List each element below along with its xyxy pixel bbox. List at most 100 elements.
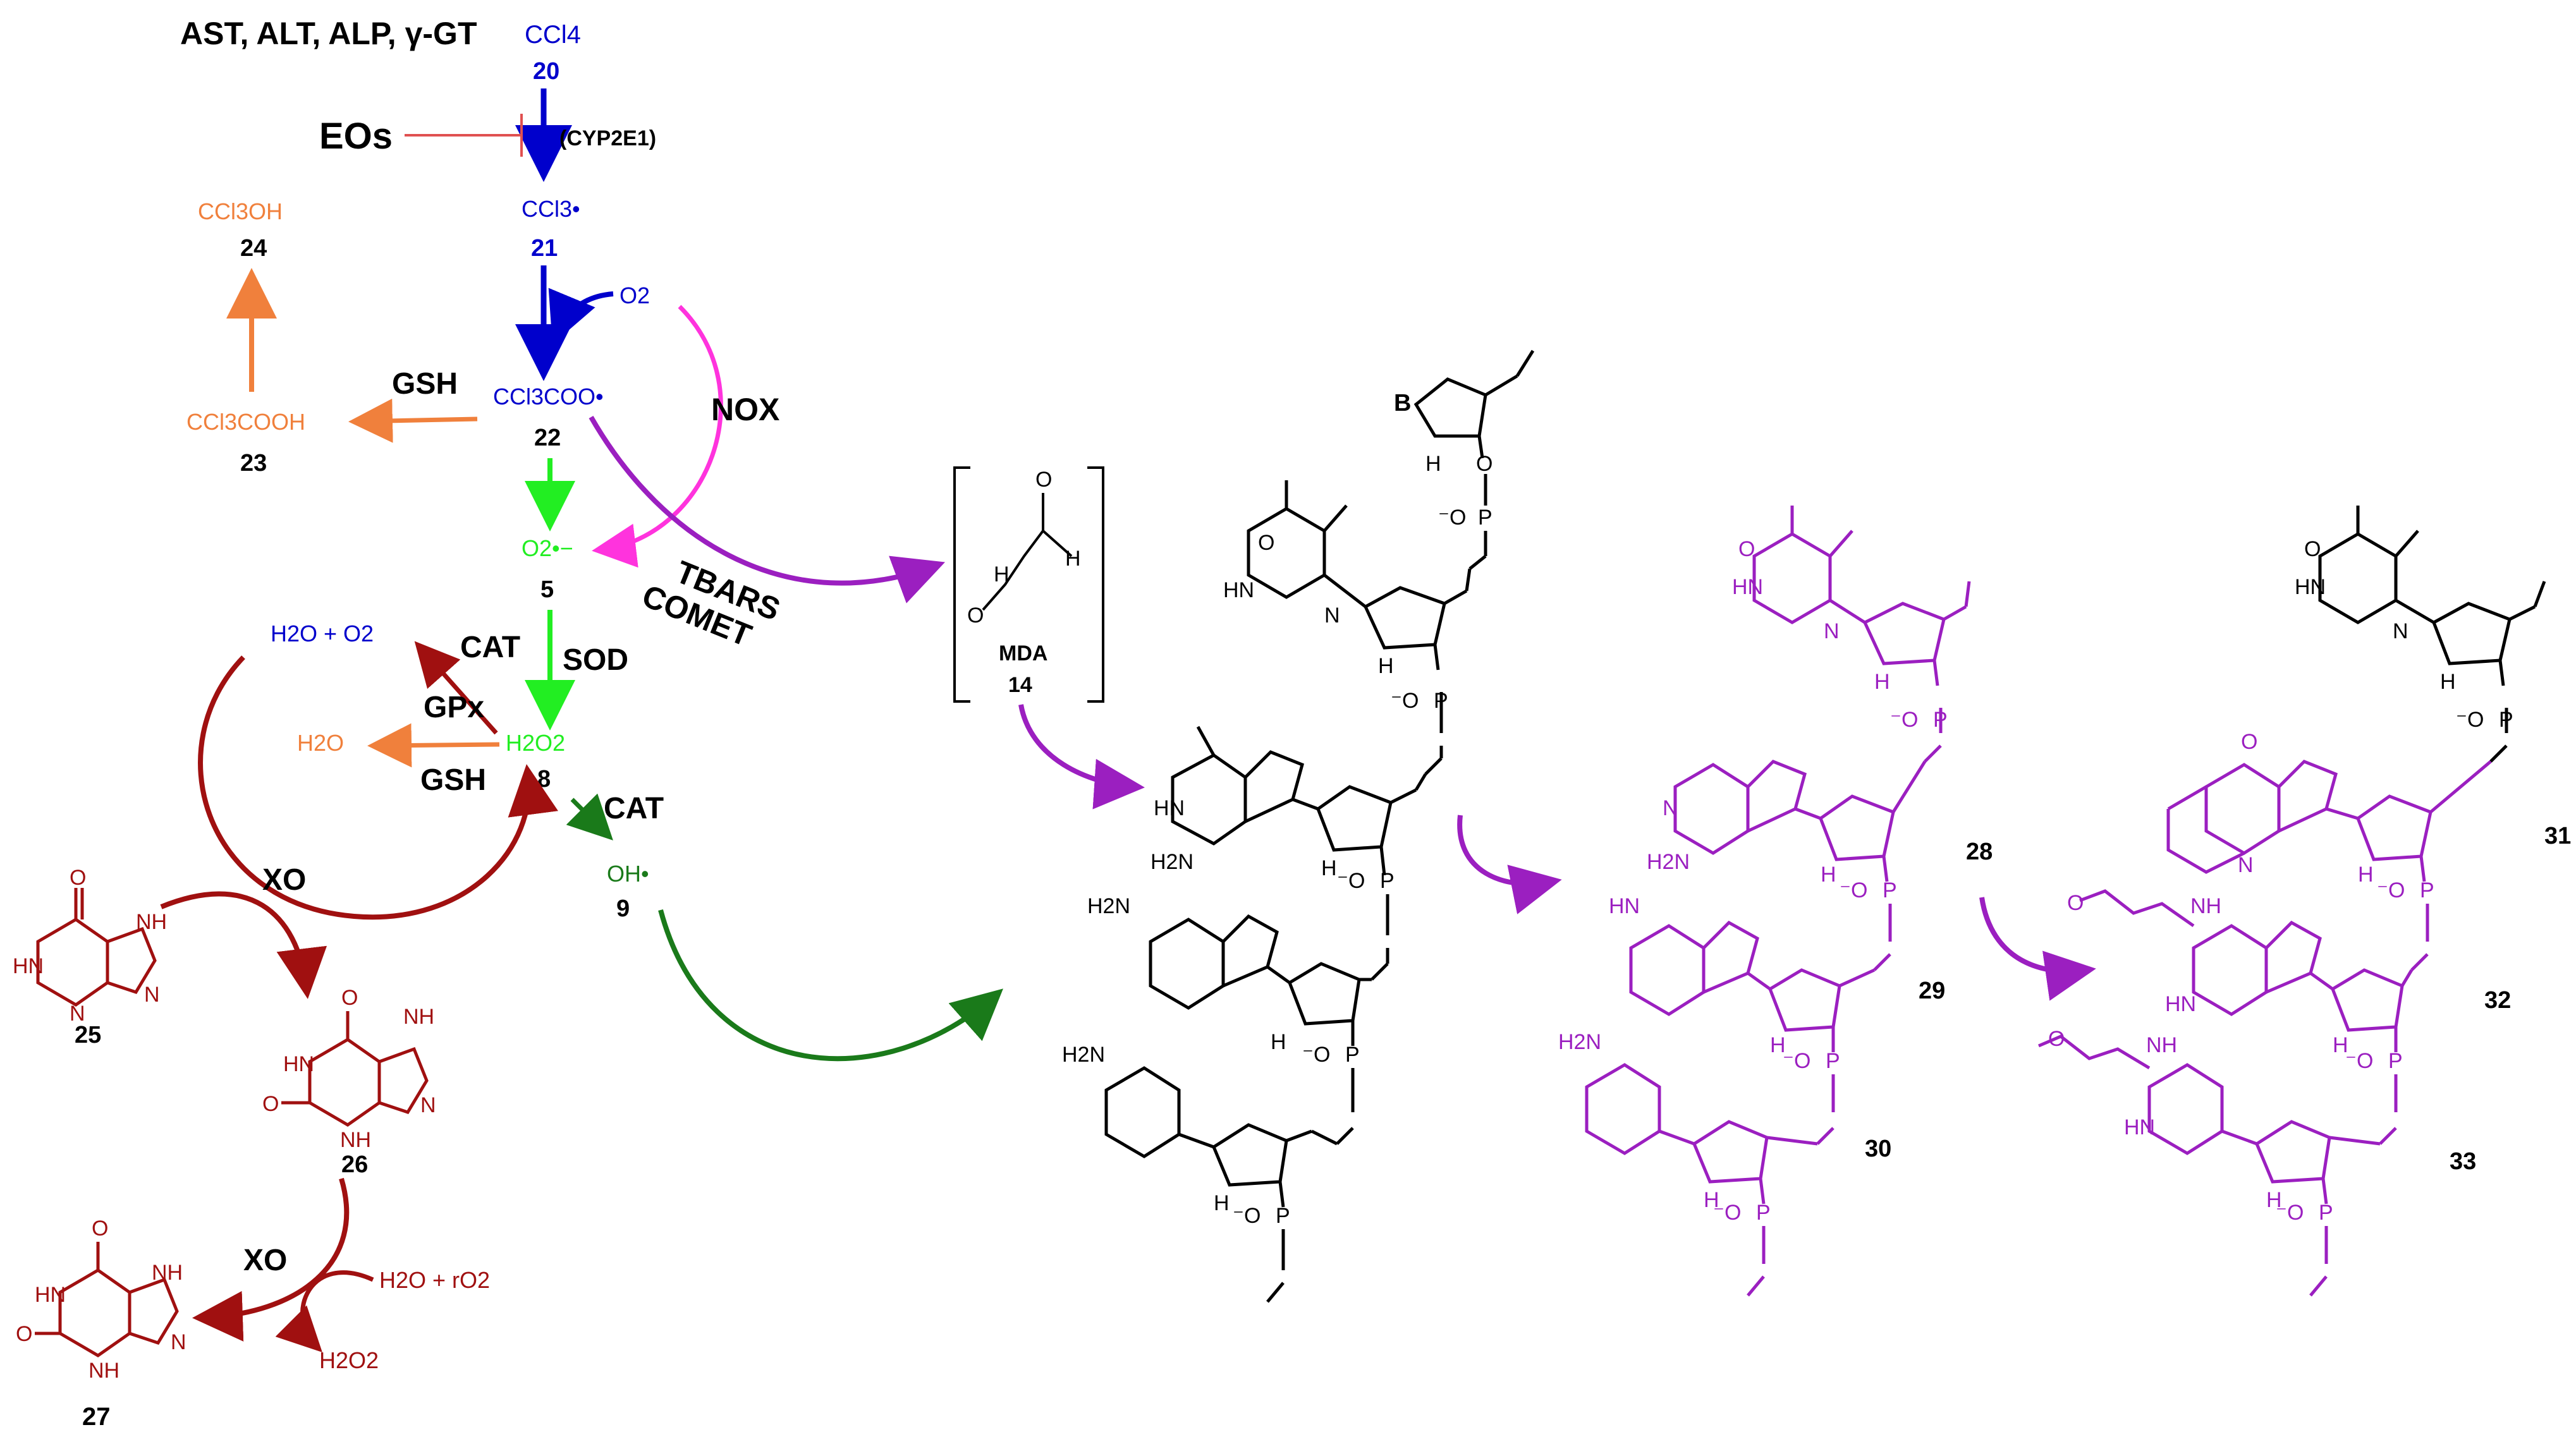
arrow-ccl3coo-to-ccl3cooh — [348, 398, 478, 443]
a29-h: H — [1821, 863, 1836, 887]
a31-h: H — [2440, 670, 2456, 694]
a32-om: ⁻O — [2377, 878, 2405, 902]
ccl3coo-number: 22 — [534, 425, 561, 451]
dna-om-2: ⁻O — [1391, 689, 1419, 713]
sod-label: SOD — [563, 643, 628, 677]
dna-hn-2: HN — [1154, 796, 1185, 820]
mda-structure — [982, 493, 1073, 611]
dna-om-3: ⁻O — [1337, 869, 1365, 893]
c26-nh: NH — [340, 1128, 371, 1152]
arrow-h2o2-to-oh — [566, 793, 613, 840]
h2o2-number: 8 — [537, 766, 551, 792]
c27-nh: NH — [89, 1359, 119, 1383]
c27-nh-top: NH — [152, 1261, 183, 1285]
a33-h-2: H — [2266, 1188, 2282, 1212]
a29-h2n: H2N — [1647, 850, 1690, 874]
dna-base-b: B — [1394, 390, 1411, 416]
arrow-h2o2-to-h2o-o2 — [414, 641, 498, 735]
dna-h-1: H — [1425, 452, 1441, 476]
c25-o: O — [70, 866, 86, 890]
ccl3coo-formula: CCl3COO• — [493, 384, 604, 410]
cat-label-1: CAT — [460, 631, 520, 664]
hypoxanthine-structure-25 — [36, 888, 157, 1007]
dna-om-1: ⁻O — [1438, 506, 1466, 530]
a30-h-1: H — [1770, 1033, 1786, 1057]
c25-nh: NH — [136, 910, 167, 934]
a33-p-2: P — [2319, 1201, 2333, 1225]
dna-p-1: P — [1478, 506, 1492, 530]
a32-o-top: O — [2241, 730, 2257, 754]
a32-hn: HN — [2165, 992, 2196, 1016]
arrow-ccl3coo-to-mda — [589, 416, 946, 604]
a29-n: N — [1663, 796, 1678, 820]
a28-number: 28 — [1966, 839, 1993, 865]
dna-h-5: H — [1214, 1191, 1230, 1215]
mda-o-bottom: O — [967, 604, 984, 628]
dna-h-2: H — [1378, 654, 1394, 678]
ccl3oh-number: 24 — [240, 235, 267, 262]
h2o2-product-label: H2O2 — [319, 1347, 379, 1373]
ccl4-formula: CCl4 — [525, 21, 581, 49]
a32-o-chain: O — [2067, 891, 2084, 915]
o2-label: O2 — [620, 282, 650, 308]
a32-h: H — [2358, 863, 2374, 887]
arrow-h2o-ro2-in — [275, 1270, 374, 1352]
eos-label: EOs — [319, 116, 393, 157]
h2o-ro2-label: H2O + rO2 — [379, 1267, 490, 1293]
a29-imine: HN — [1609, 894, 1640, 918]
a28-om: ⁻O — [1890, 708, 1918, 732]
a29-om: ⁻O — [1840, 878, 1867, 902]
gpx-label: GPx — [424, 691, 484, 724]
a28-o: O — [1738, 537, 1755, 561]
dna-p-2: P — [1434, 689, 1448, 713]
arrow-dna-to-adducts-1 — [1457, 815, 1562, 914]
oh-number: 9 — [616, 895, 630, 922]
oh-formula: OH• — [607, 861, 649, 887]
h2o-o2-label: H2O + O2 — [271, 621, 374, 646]
c26-nh-top: NH — [403, 1005, 434, 1029]
c25-hn: HN — [13, 954, 44, 978]
mda-o-top: O — [1035, 468, 1052, 492]
c27-o-top: O — [92, 1216, 108, 1241]
a31-p: P — [2499, 708, 2513, 732]
a28-n: N — [1824, 619, 1840, 643]
a30-h2n: H2N — [1558, 1030, 1601, 1054]
c27-o-left: O — [16, 1322, 32, 1346]
c26-number: 26 — [341, 1151, 368, 1178]
a30-number: 30 — [1865, 1136, 1891, 1162]
c27-number: 27 — [82, 1403, 111, 1431]
c26-o-top: O — [341, 986, 358, 1010]
mda-h-top: H — [1065, 547, 1081, 571]
arrow-xo-cycle-to-h2o2 — [198, 655, 558, 920]
cyp2e1-label: (CYP2E1) — [559, 126, 656, 150]
ccl3-radical-formula: CCl3• — [522, 196, 580, 222]
c27-hn: HN — [35, 1283, 66, 1307]
a32-nh: NH — [2190, 894, 2221, 918]
c26-o-left: O — [262, 1092, 279, 1116]
a31-number: 31 — [2544, 823, 2571, 849]
dna-h2n-1: H2N — [1151, 850, 1193, 874]
a32-p: P — [2420, 878, 2434, 902]
arrow-25-to-26 — [160, 891, 327, 999]
mda-name: MDA — [999, 641, 1047, 665]
superoxide-formula: O2•− — [522, 535, 573, 561]
h2o-label: H2O — [297, 730, 344, 756]
a33-o-chain: O — [2048, 1027, 2065, 1051]
dna-adduct-strand-32-33 — [2038, 760, 2492, 1297]
dna-om-5: ⁻O — [1233, 1204, 1261, 1228]
c26-hn: HN — [283, 1052, 314, 1076]
dna-n-1: N — [1324, 604, 1340, 628]
superoxide-number: 5 — [540, 576, 554, 603]
dna-h2n-3: H2N — [1062, 1043, 1105, 1067]
gsh-label-2: GSH — [420, 763, 486, 797]
a33-om-1: ⁻O — [2345, 1049, 2373, 1073]
arrow-adducts-1-to-2 — [1979, 897, 2096, 1001]
xanthine-structure-26 — [281, 1011, 429, 1127]
a28-p: P — [1933, 708, 1948, 732]
uric-acid-structure-27 — [35, 1242, 179, 1357]
a31-om: ⁻O — [2456, 708, 2484, 732]
ccl4-number: 20 — [533, 58, 559, 85]
arrow-oh-to-dna — [658, 909, 1003, 1062]
gsh-label-1: GSH — [392, 367, 458, 401]
dna-h-3: H — [1321, 856, 1337, 880]
